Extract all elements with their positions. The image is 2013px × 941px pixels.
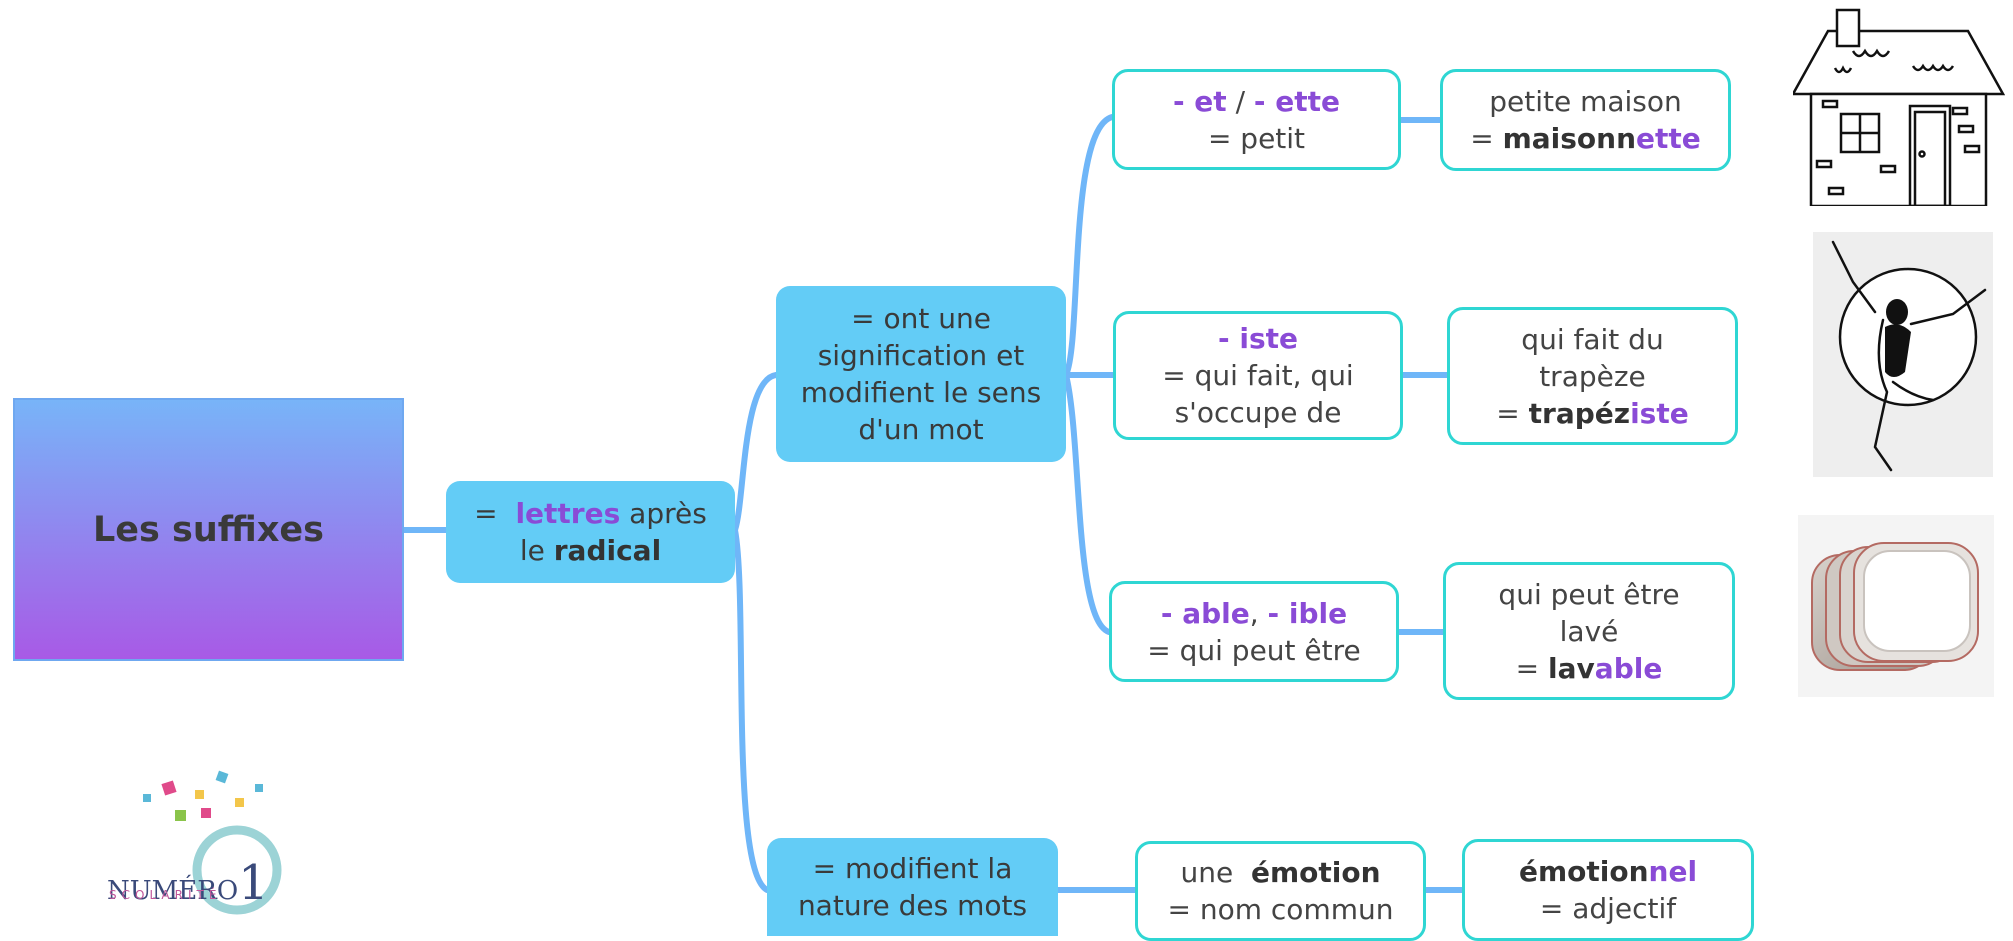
- example-et-suffix: ette: [1636, 122, 1701, 155]
- example-able-root: lav: [1548, 651, 1595, 685]
- connector-level1-to-meaning: [732, 372, 779, 533]
- example-able-line-1: qui peut être: [1498, 577, 1680, 611]
- nature-line-2: nature des mots: [797, 889, 1028, 922]
- suffix-able-separator: ,: [1249, 596, 1268, 630]
- nature-result-root: émotion: [1518, 855, 1649, 888]
- connector-level1-to-nature: [732, 527, 770, 893]
- definition-node: = lettres après le radical: [446, 481, 735, 583]
- nature-result-node: émotionnel = adjectif: [1462, 839, 1754, 941]
- suffix-et-meaning: = petit: [1207, 121, 1306, 155]
- example-iste-line-1: qui fait du: [1521, 322, 1664, 356]
- cotton-pads-icon: [1811, 542, 1979, 671]
- definition-word-le: le: [519, 534, 545, 567]
- nature-example-prefix: une: [1180, 856, 1243, 889]
- connector-meaning-to-able: [1063, 372, 1112, 635]
- house-illustration: [1790, 6, 2006, 208]
- suffix-iste-meaning-1: = qui fait, qui: [1162, 359, 1354, 392]
- trapeze-artist-illustration: [1813, 232, 1993, 477]
- example-et-line-1: petite maison: [1489, 85, 1682, 118]
- logo-digit: 1: [238, 855, 269, 911]
- meaning-line-4: d'un mot: [858, 413, 984, 446]
- connector-meaning-to-et: [1063, 114, 1115, 378]
- house-icon: [1790, 8, 2006, 208]
- example-iste-line-2: trapèze: [1539, 359, 1646, 393]
- washable-pads-illustration: [1798, 515, 1994, 697]
- logo-emblem-icon: [143, 770, 282, 915]
- definition-equals: =: [474, 497, 498, 530]
- suffix-ible: - ible: [1267, 596, 1348, 630]
- example-iste-suffix: iste: [1630, 396, 1689, 430]
- nature-node: = modifient la nature des mots: [767, 838, 1058, 936]
- logo-brand-text: NUMÉRO: [107, 876, 239, 906]
- example-et-root: maisonn: [1502, 122, 1637, 155]
- nature-example-word: émotion: [1250, 856, 1381, 889]
- example-et-equals: =: [1470, 122, 1503, 155]
- meaning-line-2: signification et: [817, 339, 1025, 372]
- nature-example-type: = nom commun: [1167, 893, 1394, 926]
- suffix-iste: - iste: [1217, 322, 1298, 355]
- suffix-iste-meaning-2: s'occupe de: [1174, 396, 1342, 429]
- example-able-suffix: able: [1594, 651, 1663, 685]
- suffix-et-node: - et / - ette = petit: [1112, 69, 1401, 170]
- nature-result-suffix: nel: [1648, 855, 1698, 888]
- suffix-ette: - ette: [1253, 84, 1341, 118]
- root-node: Les suffixes: [13, 398, 404, 661]
- suffix-able: - able: [1160, 596, 1250, 630]
- example-able-node: qui peut être lavé = lavable: [1443, 562, 1735, 700]
- suffix-able-node: - able, - ible = qui peut être: [1109, 581, 1399, 682]
- example-et-node: petite maison = maisonnette: [1440, 69, 1731, 171]
- meaning-line-3: modifient le sens: [800, 376, 1042, 409]
- example-able-equals: =: [1515, 651, 1549, 685]
- definition-word-apres: après: [629, 497, 707, 530]
- definition-word-lettres: lettres: [515, 497, 621, 530]
- nature-line-1: = modifient la: [812, 852, 1013, 885]
- example-iste-equals: =: [1496, 396, 1529, 430]
- meaning-line-1: = ont une: [851, 302, 991, 335]
- definition-word-radical: radical: [553, 534, 662, 567]
- example-able-line-2: lavé: [1559, 614, 1619, 648]
- logo-tagline: SCOLARITÉ: [109, 888, 222, 902]
- example-iste-root: trapéz: [1528, 396, 1631, 430]
- nature-example-node: une émotion = nom commun: [1135, 841, 1426, 941]
- suffix-able-meaning: = qui peut être: [1147, 633, 1361, 667]
- numero1-scolarite-logo: NUMÉRO1 SCOLARITÉ: [105, 760, 295, 920]
- suffix-et-separator: /: [1226, 84, 1254, 118]
- example-iste-node: qui fait du trapèze = trapéziste: [1447, 307, 1738, 445]
- trapeze-artist-icon: [1831, 240, 1987, 472]
- meaning-node: = ont une signification et modifient le …: [776, 286, 1066, 462]
- nature-result-type: = adjectif: [1539, 892, 1677, 925]
- suffix-iste-node: - iste = qui fait, qui s'occupe de: [1113, 311, 1403, 440]
- root-title: Les suffixes: [93, 509, 324, 550]
- suffix-et: - et: [1172, 84, 1227, 118]
